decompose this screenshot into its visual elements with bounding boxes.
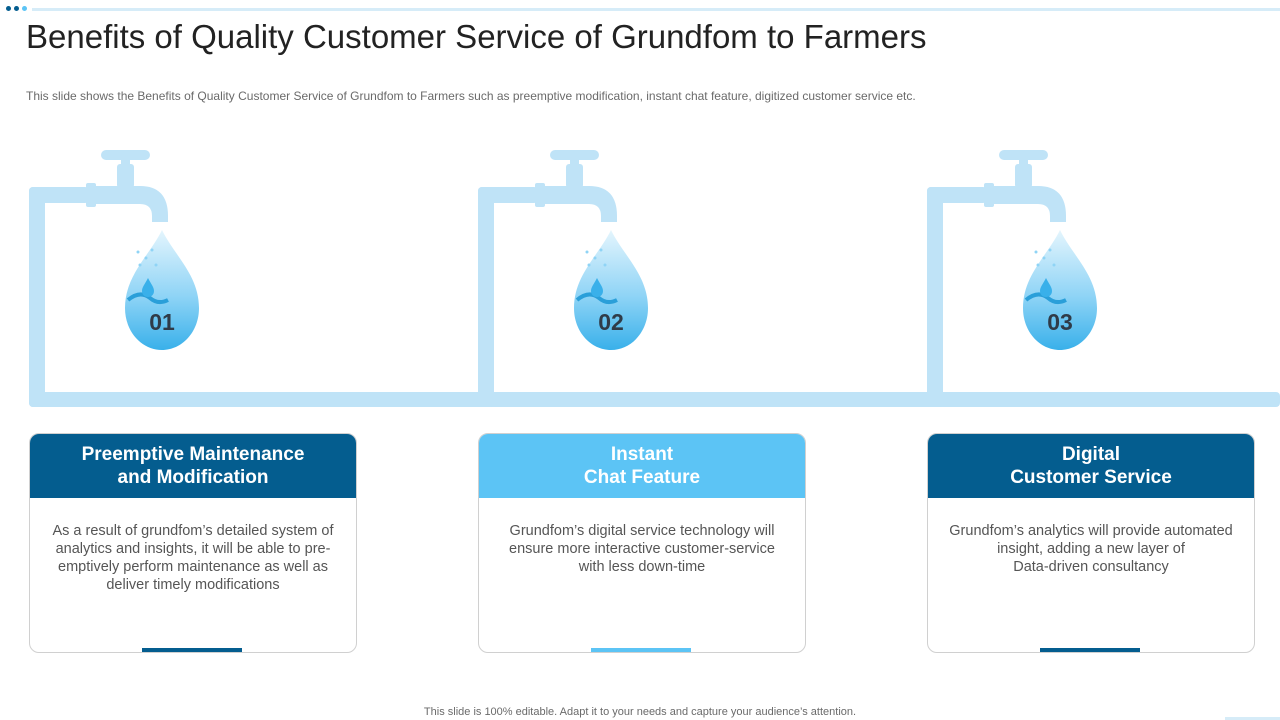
decor-dot xyxy=(14,6,19,11)
faucet-2 xyxy=(478,150,648,407)
step-number: 02 xyxy=(598,309,624,335)
benefit-description: Grundfom’s analytics will provide automa… xyxy=(949,523,1233,575)
benefit-card: Digital Customer Service Grundfom’s anal… xyxy=(927,433,1255,653)
benefit-description: As a result of grundfom’s detailed syste… xyxy=(52,523,334,593)
main-pipe xyxy=(29,392,1280,407)
benefit-card: Instant Chat Feature Grundfom’s digital … xyxy=(478,433,806,653)
benefit-description: Grundfom’s digital service technology wi… xyxy=(509,523,775,575)
card-accent-bar xyxy=(1040,648,1140,652)
benefit-heading: Preemptive Maintenance and Modification xyxy=(30,434,356,498)
faucet-3 xyxy=(927,150,1097,407)
decor-dot xyxy=(22,6,27,11)
benefit-card: Preemptive Maintenance and Modification … xyxy=(29,433,357,653)
step-number: 03 xyxy=(1047,309,1073,335)
faucet-1 xyxy=(29,150,199,407)
pipe-illustration xyxy=(29,150,1280,407)
step-number: 01 xyxy=(149,309,175,335)
benefit-heading: Digital Customer Service xyxy=(928,434,1254,498)
decor-dot xyxy=(6,6,11,11)
benefit-heading: Instant Chat Feature xyxy=(479,434,805,498)
page-title: Benefits of Quality Customer Service of … xyxy=(26,18,927,55)
footer-note: This slide is 100% editable. Adapt it to… xyxy=(423,706,857,718)
page-subtitle: This slide shows the Benefits of Quality… xyxy=(26,89,916,103)
corner-rule xyxy=(1225,717,1280,720)
top-rule xyxy=(32,8,1280,11)
card-accent-bar xyxy=(142,648,242,652)
card-accent-bar xyxy=(591,648,691,652)
